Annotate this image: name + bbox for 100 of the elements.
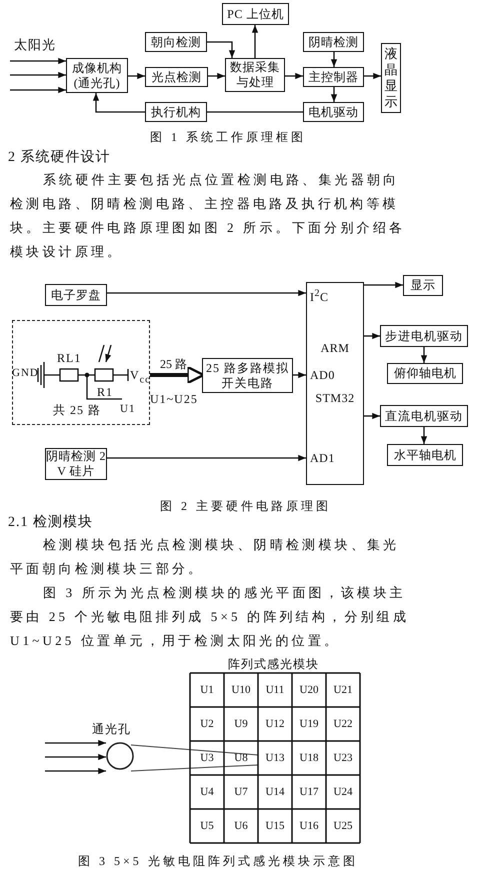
- box-label: 液晶显示: [384, 46, 398, 110]
- block-box: [145, 67, 208, 87]
- array-cell-label: U1: [199, 684, 215, 696]
- array-cell-label: U25: [332, 820, 354, 832]
- section-heading: 2.1 检测模块: [8, 514, 93, 531]
- module-box: [403, 275, 443, 296]
- bus-arrow: [150, 366, 205, 384]
- aperture-label: 通光孔: [92, 722, 131, 737]
- para: 图 3 所示为光点检测模块的感光平面图，该模块主要由 25 个光敏电阻排列成 5×5 的阵列结构，分别组成 U1~U25 位置单元，用于检测太阳光的位置。: [10, 584, 410, 650]
- arrow: [364, 72, 381, 80]
- array-cell-label: U11: [264, 684, 286, 696]
- arrow: [330, 52, 338, 67]
- box-label: 阴晴检测: [308, 34, 358, 50]
- box-label: 光点检测: [152, 70, 202, 84]
- block-box: [222, 3, 289, 25]
- arrow: [207, 41, 236, 58]
- block-box: [145, 102, 207, 122]
- arrow: [45, 740, 106, 746]
- pin-label: I$^{2}$C: [310, 287, 329, 305]
- array-cell-label: U4: [199, 786, 215, 798]
- box-label: 执行机构: [151, 104, 201, 120]
- array-cell-label: U9: [233, 718, 249, 730]
- block-box: [303, 67, 364, 87]
- array-cell-label: U18: [298, 752, 320, 764]
- arrow: [420, 347, 428, 363]
- arrow: [10, 58, 66, 64]
- array-cell-label: U8: [233, 752, 249, 764]
- annotation-text: 太阳光: [14, 36, 56, 54]
- box-label: 主控制器: [308, 70, 358, 84]
- arrow: [10, 86, 66, 94]
- arrow: [293, 372, 306, 378]
- array-cell-label: U23: [332, 752, 354, 764]
- arrow: [364, 412, 380, 420]
- array-cell-label: U6: [233, 820, 249, 832]
- arrow: [252, 25, 258, 58]
- box-label: 俯仰轴电机: [394, 366, 456, 381]
- connector-line: [207, 111, 303, 113]
- array-cell-label: U5: [199, 820, 215, 832]
- edge-label: 25 路: [160, 356, 187, 373]
- component-label: RL1: [57, 351, 82, 366]
- arrow: [364, 332, 380, 340]
- arrow: [364, 282, 403, 288]
- arrow: [128, 72, 145, 80]
- arrow: [330, 87, 338, 102]
- array-cell-label: U15: [264, 820, 286, 832]
- arrow: [107, 290, 306, 296]
- arrow: [45, 754, 106, 760]
- array-cell-label: U3: [199, 752, 215, 764]
- array-cell-label: U12: [264, 718, 286, 730]
- figure-caption: 图 1 系统工作原理框图: [150, 129, 306, 146]
- dashed-group-box: [12, 320, 150, 425]
- box-label: 显示: [410, 278, 436, 293]
- box-label: 成像机构 (通光孔): [71, 60, 123, 90]
- figure-caption: 图 2 主要硬件电路原理图: [160, 498, 331, 515]
- array-cell-label: U14: [264, 786, 286, 798]
- box-label: 直流电机驱动: [385, 408, 463, 424]
- array-cell-label: U7: [233, 786, 249, 798]
- figure-caption: 图 3 5×5 光敏电阻阵列式感光模块示意图: [78, 853, 358, 870]
- array-cell-label: U16: [298, 820, 320, 832]
- arrow: [285, 72, 303, 80]
- para: 系统硬件主要包括光点位置检测电路、集光器朝向检测电路、阴晴检测电路、主控器电路及执行机构等模块。主要硬件电路原理图如图 2 所示。下面分别介绍各模块设计原理。: [10, 171, 406, 261]
- bus-label: U1~U25: [150, 392, 198, 407]
- array-cell-label: U21: [332, 684, 354, 696]
- para: 检测模块包括光点检测模块、阴晴检测模块、集光平面朝向检测模块三部分。: [10, 536, 400, 578]
- box-label: 25 路多路模拟开关电路: [205, 360, 290, 390]
- module-box: [387, 363, 463, 384]
- array-cell-label: U13: [264, 752, 286, 764]
- arrow: [208, 72, 225, 80]
- box-label: 步进电机驱动: [385, 328, 463, 344]
- grid-title: 阵列式感光模块: [228, 657, 319, 672]
- module-box: [380, 325, 468, 347]
- arrow: [10, 72, 66, 78]
- arrow: [45, 768, 106, 774]
- array-cell-label: U2: [199, 718, 215, 730]
- terminal-label: U1: [120, 403, 136, 415]
- module-box: [45, 284, 107, 306]
- box-label: 朝向检测: [151, 34, 201, 50]
- chip-label: ARM: [320, 341, 350, 356]
- module-box: [387, 444, 463, 466]
- array-cell-label: U24: [332, 786, 354, 798]
- pin-label: AD1: [310, 451, 335, 466]
- block-box: [145, 32, 207, 52]
- array-cell-label: U22: [332, 718, 354, 730]
- group-label: 共 25 路: [53, 403, 101, 418]
- arrow: [107, 454, 306, 462]
- arrow: [420, 427, 428, 444]
- box-label: 阴晴检测 2 V 硅片: [46, 449, 106, 479]
- array-cell-label: U20: [298, 684, 320, 696]
- block-box: [303, 32, 364, 52]
- block-box: [303, 102, 364, 122]
- arrow: [92, 93, 145, 113]
- box-label: 电子罗盘: [51, 288, 101, 302]
- array-cell-label: U19: [298, 718, 320, 730]
- section-heading: 2 系统硬件设计: [8, 148, 110, 166]
- module-box: [380, 405, 468, 427]
- box-label: 水平轴电机: [394, 448, 456, 462]
- block-box: [66, 58, 128, 93]
- terminal-label: GND: [12, 367, 39, 379]
- array-cell-label: U17: [298, 786, 320, 798]
- pin-label: AD0: [310, 368, 335, 383]
